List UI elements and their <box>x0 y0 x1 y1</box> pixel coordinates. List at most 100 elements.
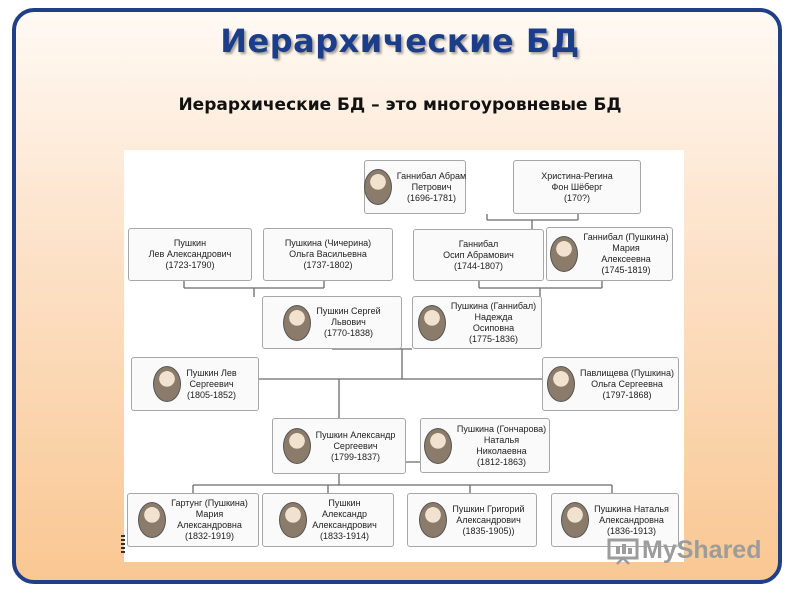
node-line: Наталья <box>483 434 520 445</box>
node-line: (1799-1837) <box>330 451 381 462</box>
node-line: (1805-1852) <box>186 389 237 400</box>
node-line: Мария <box>612 243 640 253</box>
tree-node-pushkina-chicherina: Пушкина (Чичерина)Ольга Васильевна(1737-… <box>263 228 393 281</box>
node-line: Александрович <box>456 514 521 525</box>
portrait-icon <box>279 502 308 538</box>
left-edge-marks <box>121 535 125 553</box>
node-line: Петрович <box>411 181 452 192</box>
connector-abram-osip <box>486 214 579 229</box>
portrait-icon <box>363 169 392 205</box>
node-line: Мария <box>195 509 224 519</box>
node-line: Ганнибал (Пушкина) <box>583 232 669 242</box>
portrait-icon <box>153 366 182 402</box>
node-line: Пушкина (Гончарова) <box>456 423 547 434</box>
node-line: Александр <box>321 509 367 519</box>
node-line: (1744-1807) <box>453 260 504 271</box>
watermark-text: MyShared <box>642 536 762 564</box>
portrait-icon <box>419 502 448 538</box>
node-line: (1723-1790) <box>165 260 215 270</box>
node-line: Павлищева (Пушкина) <box>580 367 674 378</box>
node-line: Пушкин Григорий <box>452 503 525 514</box>
node-line: Христина-Регина <box>541 170 613 181</box>
node-line: (1770-1838) <box>323 328 374 338</box>
node-line: Пушкин Александр <box>315 429 396 440</box>
node-line: Осиповна <box>472 322 515 333</box>
portrait-icon <box>283 304 312 341</box>
portrait-icon <box>547 366 576 402</box>
node-line: (1812-1863) <box>476 456 527 467</box>
slide-title: Иерархические БД <box>220 22 580 60</box>
node-line: (1835-1905)) <box>462 525 515 536</box>
node-line: Александровна <box>599 514 664 525</box>
node-line: Осип Абрамович <box>443 249 514 260</box>
node-line: Гартунг (Пушкина) <box>171 498 248 508</box>
node-line: Пушкина (Ганнибал) <box>450 300 537 311</box>
node-line: Фон Шёберг <box>551 181 603 192</box>
node-line: Алексеевна <box>601 254 651 264</box>
node-line: Пушкин <box>328 498 361 508</box>
tree-connectors <box>148 214 620 493</box>
node-line: Пушкина (Чичерина) <box>284 238 372 248</box>
node-line: (1775-1836) <box>468 333 519 344</box>
node-line: Николаевна <box>476 445 527 456</box>
connector-lev-sergey <box>183 281 325 297</box>
node-line: Ольга Васильевна <box>289 249 367 259</box>
portrait-icon <box>561 502 590 538</box>
node-line: Ольга Сергеевна <box>591 378 663 389</box>
connector-parents-children <box>148 348 620 380</box>
node-line: (1836-1913) <box>606 525 657 536</box>
node-line: Пушкин <box>173 238 207 248</box>
portrait-icon <box>138 502 167 538</box>
node-line: (1696-1781) <box>406 192 457 203</box>
slide-subtitle: Иерархические БД – это многоуровневые БД <box>178 95 622 115</box>
node-line: Ганнибал Абрам <box>396 170 467 181</box>
node-line: (170?) <box>563 192 590 203</box>
node-line: Пушкина Наталья <box>594 503 669 514</box>
portrait-icon <box>550 236 579 272</box>
node-text: Пушкина (Чичерина)Ольга Васильевна(1737-… <box>285 238 371 271</box>
node-line: (1737-1802) <box>303 260 353 270</box>
connector-osip-nadezhda <box>478 281 603 297</box>
node-line: Сергеевич <box>189 378 234 389</box>
node-text: Павлищева (Пушкина)Ольга Сергеевна(1797-… <box>580 368 674 401</box>
node-line: (1832-1919) <box>184 531 235 541</box>
presentation-board-icon <box>606 537 640 565</box>
node-line: (1833-1914) <box>319 531 370 541</box>
node-line: Надежда <box>474 311 513 322</box>
node-line: Ганнибал <box>458 238 499 249</box>
node-line: Александрович <box>312 520 377 530</box>
tree-node-pavlishcheva-olga: Павлищева (Пушкина)Ольга Сергеевна(1797-… <box>542 357 679 411</box>
node-line: Сергеевич <box>333 440 378 451</box>
portrait-icon <box>423 427 452 464</box>
node-line: Лев Александрович <box>148 249 232 259</box>
node-line: Пушкин Лев <box>186 367 237 378</box>
node-line: Львович <box>331 317 366 327</box>
portrait-icon <box>417 304 446 341</box>
